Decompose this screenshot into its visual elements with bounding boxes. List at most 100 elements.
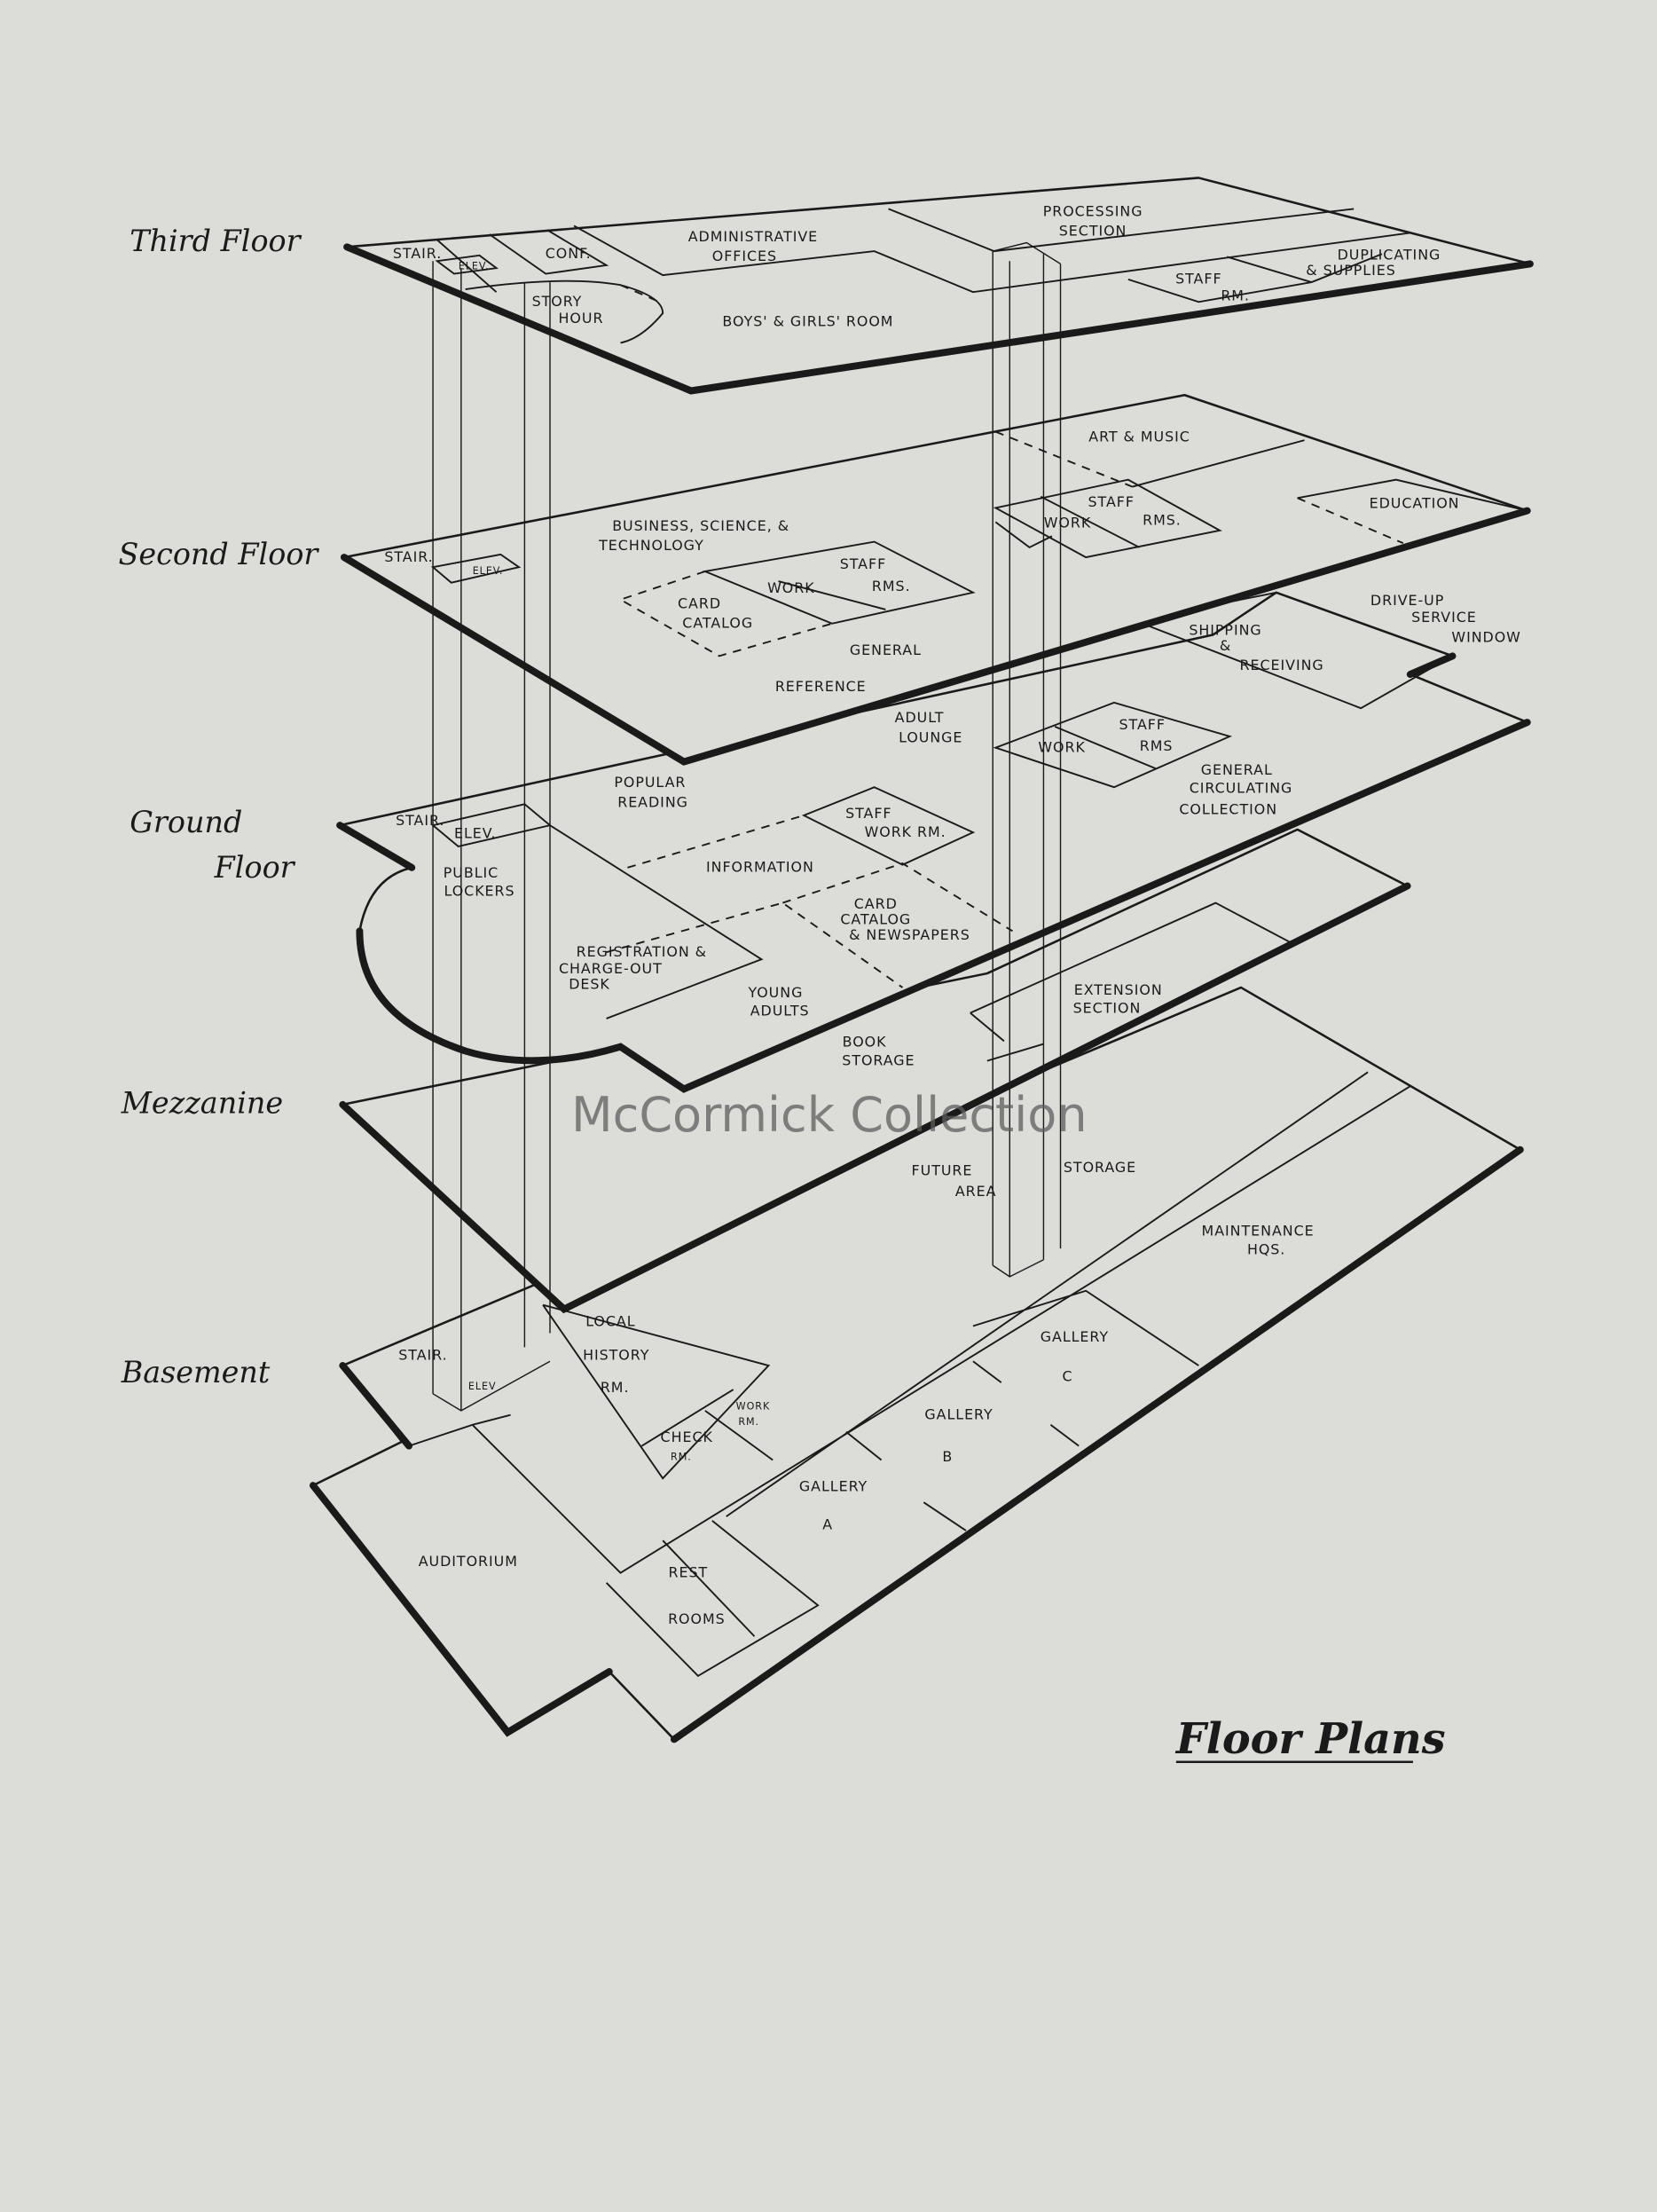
room-label: GALLERY — [1041, 1328, 1109, 1345]
room-label: RM. — [671, 1452, 692, 1463]
room-label: STAIR. — [393, 245, 442, 262]
second-floor-plan — [340, 393, 1531, 766]
room-label: & — [1220, 637, 1231, 654]
room-label: WORK — [736, 1400, 771, 1412]
room-label: ADMINISTRATIVE — [688, 228, 818, 245]
room-label: GALLERY — [799, 1478, 868, 1495]
room-label: HQS. — [1247, 1240, 1285, 1257]
room-label: RECEIVING — [1240, 657, 1324, 673]
room-label: PROCESSING — [1043, 202, 1143, 219]
room-label: SECTION — [1073, 1000, 1142, 1017]
room-label: RM. — [1221, 287, 1250, 304]
room-label: CARD — [854, 895, 898, 912]
room-label: TECHNOLOGY — [598, 537, 704, 554]
basement-rooms: STAIR. ELEV LOCAL HISTORY RM. WORK RM. C… — [398, 1223, 1315, 1627]
room-label: GENERAL — [1201, 761, 1273, 778]
watermark: McCormick Collection — [571, 1087, 1088, 1143]
room-label: REFERENCE — [775, 678, 867, 695]
room-label: PUBLIC — [444, 864, 499, 881]
room-label: CHARGE-OUT — [559, 960, 663, 977]
room-label: CATALOG — [682, 615, 753, 632]
room-label: SECTION — [1059, 223, 1127, 240]
room-label: HOUR — [559, 310, 604, 327]
room-label: AREA — [955, 1183, 997, 1200]
room-label: STAFF — [840, 555, 886, 572]
room-label: EXTENSION — [1074, 981, 1163, 998]
third-floor-rooms: STAIR. ELEV. CONF. ADMINISTRATIVE OFFICE… — [393, 202, 1441, 329]
room-label: GALLERY — [924, 1405, 993, 1422]
room-label: WORK — [767, 579, 814, 596]
room-label: BOYS' & GIRLS' ROOM — [722, 312, 893, 329]
floor-label-mezzanine: Mezzanine — [121, 1085, 283, 1120]
room-label: AUDITORIUM — [419, 1553, 518, 1570]
room-label: BOOK — [843, 1034, 887, 1051]
room-label: DESK — [569, 976, 610, 993]
room-label: READING — [617, 793, 688, 810]
room-label: CARD — [678, 594, 721, 611]
room-label: STORY — [532, 293, 583, 310]
floor-label-second: Second Floor — [119, 537, 320, 571]
room-label: LOUNGE — [899, 728, 962, 745]
room-label: ROOMS — [668, 1610, 726, 1627]
room-label: LOCAL — [585, 1313, 635, 1330]
room-label: CIRCULATING — [1190, 780, 1293, 797]
room-label: DUPLICATING — [1338, 247, 1441, 264]
room-label: RMS. — [1143, 512, 1182, 529]
room-label: STORAGE — [842, 1051, 915, 1068]
room-label: RMS — [1140, 737, 1174, 754]
room-label: EDUCATION — [1370, 494, 1460, 511]
room-label: STAIR. — [398, 1347, 447, 1364]
room-label: WORK — [1038, 738, 1085, 755]
stair-elevator-shafts — [432, 241, 1062, 1412]
room-label: FUTURE — [912, 1161, 973, 1178]
room-label: B — [942, 1448, 953, 1465]
room-label: BUSINESS, SCIENCE, & — [612, 517, 789, 534]
room-label: CHECK — [661, 1429, 713, 1445]
room-label: STAIR. — [396, 812, 444, 829]
room-label: ADULTS — [750, 1003, 810, 1019]
room-label: DRIVE-UP — [1370, 592, 1444, 609]
room-label: & NEWSPAPERS — [849, 926, 970, 943]
room-label: WINDOW — [1451, 628, 1520, 645]
room-label: HISTORY — [583, 1347, 649, 1364]
room-label: STAIR. — [384, 548, 433, 565]
room-label: YOUNG — [747, 984, 803, 1001]
room-label: WORK — [1044, 515, 1091, 531]
room-label: RMS. — [872, 578, 911, 594]
floor-label-ground: Ground — [130, 805, 242, 839]
room-label: REST — [668, 1563, 708, 1580]
room-label: OFFICES — [712, 248, 777, 264]
room-label: ELEV. — [459, 261, 490, 272]
room-label: CATALOG — [840, 910, 911, 927]
room-label: POPULAR — [614, 774, 686, 791]
room-label: STAFF — [1175, 271, 1221, 287]
room-label: INFORMATION — [706, 859, 814, 876]
room-label: MAINTENANCE — [1202, 1223, 1315, 1240]
room-label: ELEV. — [473, 565, 504, 577]
room-label: ELEV. — [454, 824, 497, 841]
room-label: REGISTRATION & — [577, 943, 707, 960]
ground-floor-rooms: DRIVE-UP SERVICE WINDOW SHIPPING & RECEI… — [396, 592, 1520, 1019]
diagram-title: Floor Plans — [1174, 1714, 1446, 1764]
mezzanine-rooms: BOOK STORAGE EXTENSION SECTION FUTURE AR… — [842, 981, 1163, 1200]
room-label: ART & MUSIC — [1088, 429, 1190, 445]
room-label: SERVICE — [1411, 609, 1477, 626]
room-label: GENERAL — [850, 642, 922, 658]
room-label: WORK RM. — [865, 823, 946, 840]
room-label: CONF. — [546, 245, 592, 262]
room-label: RM. — [738, 1416, 759, 1428]
room-label: STAFF — [845, 805, 891, 822]
title-text: Floor Plans — [1174, 1714, 1446, 1764]
floor-label-ground-2: Floor — [214, 850, 296, 885]
room-label: STAFF — [1088, 493, 1135, 510]
room-label: RM. — [601, 1379, 630, 1396]
floor-label-basement: Basement — [121, 1355, 271, 1389]
room-label: ELEV — [468, 1381, 497, 1392]
room-label: A — [822, 1515, 833, 1532]
room-label: & SUPPLIES — [1306, 262, 1395, 279]
second-floor-rooms: STAIR. ELEV. BUSINESS, SCIENCE, & TECHNO… — [384, 429, 1460, 695]
floor-label-third: Third Floor — [130, 224, 302, 258]
room-label: C — [1062, 1368, 1072, 1385]
basement-plan — [309, 986, 1524, 1744]
